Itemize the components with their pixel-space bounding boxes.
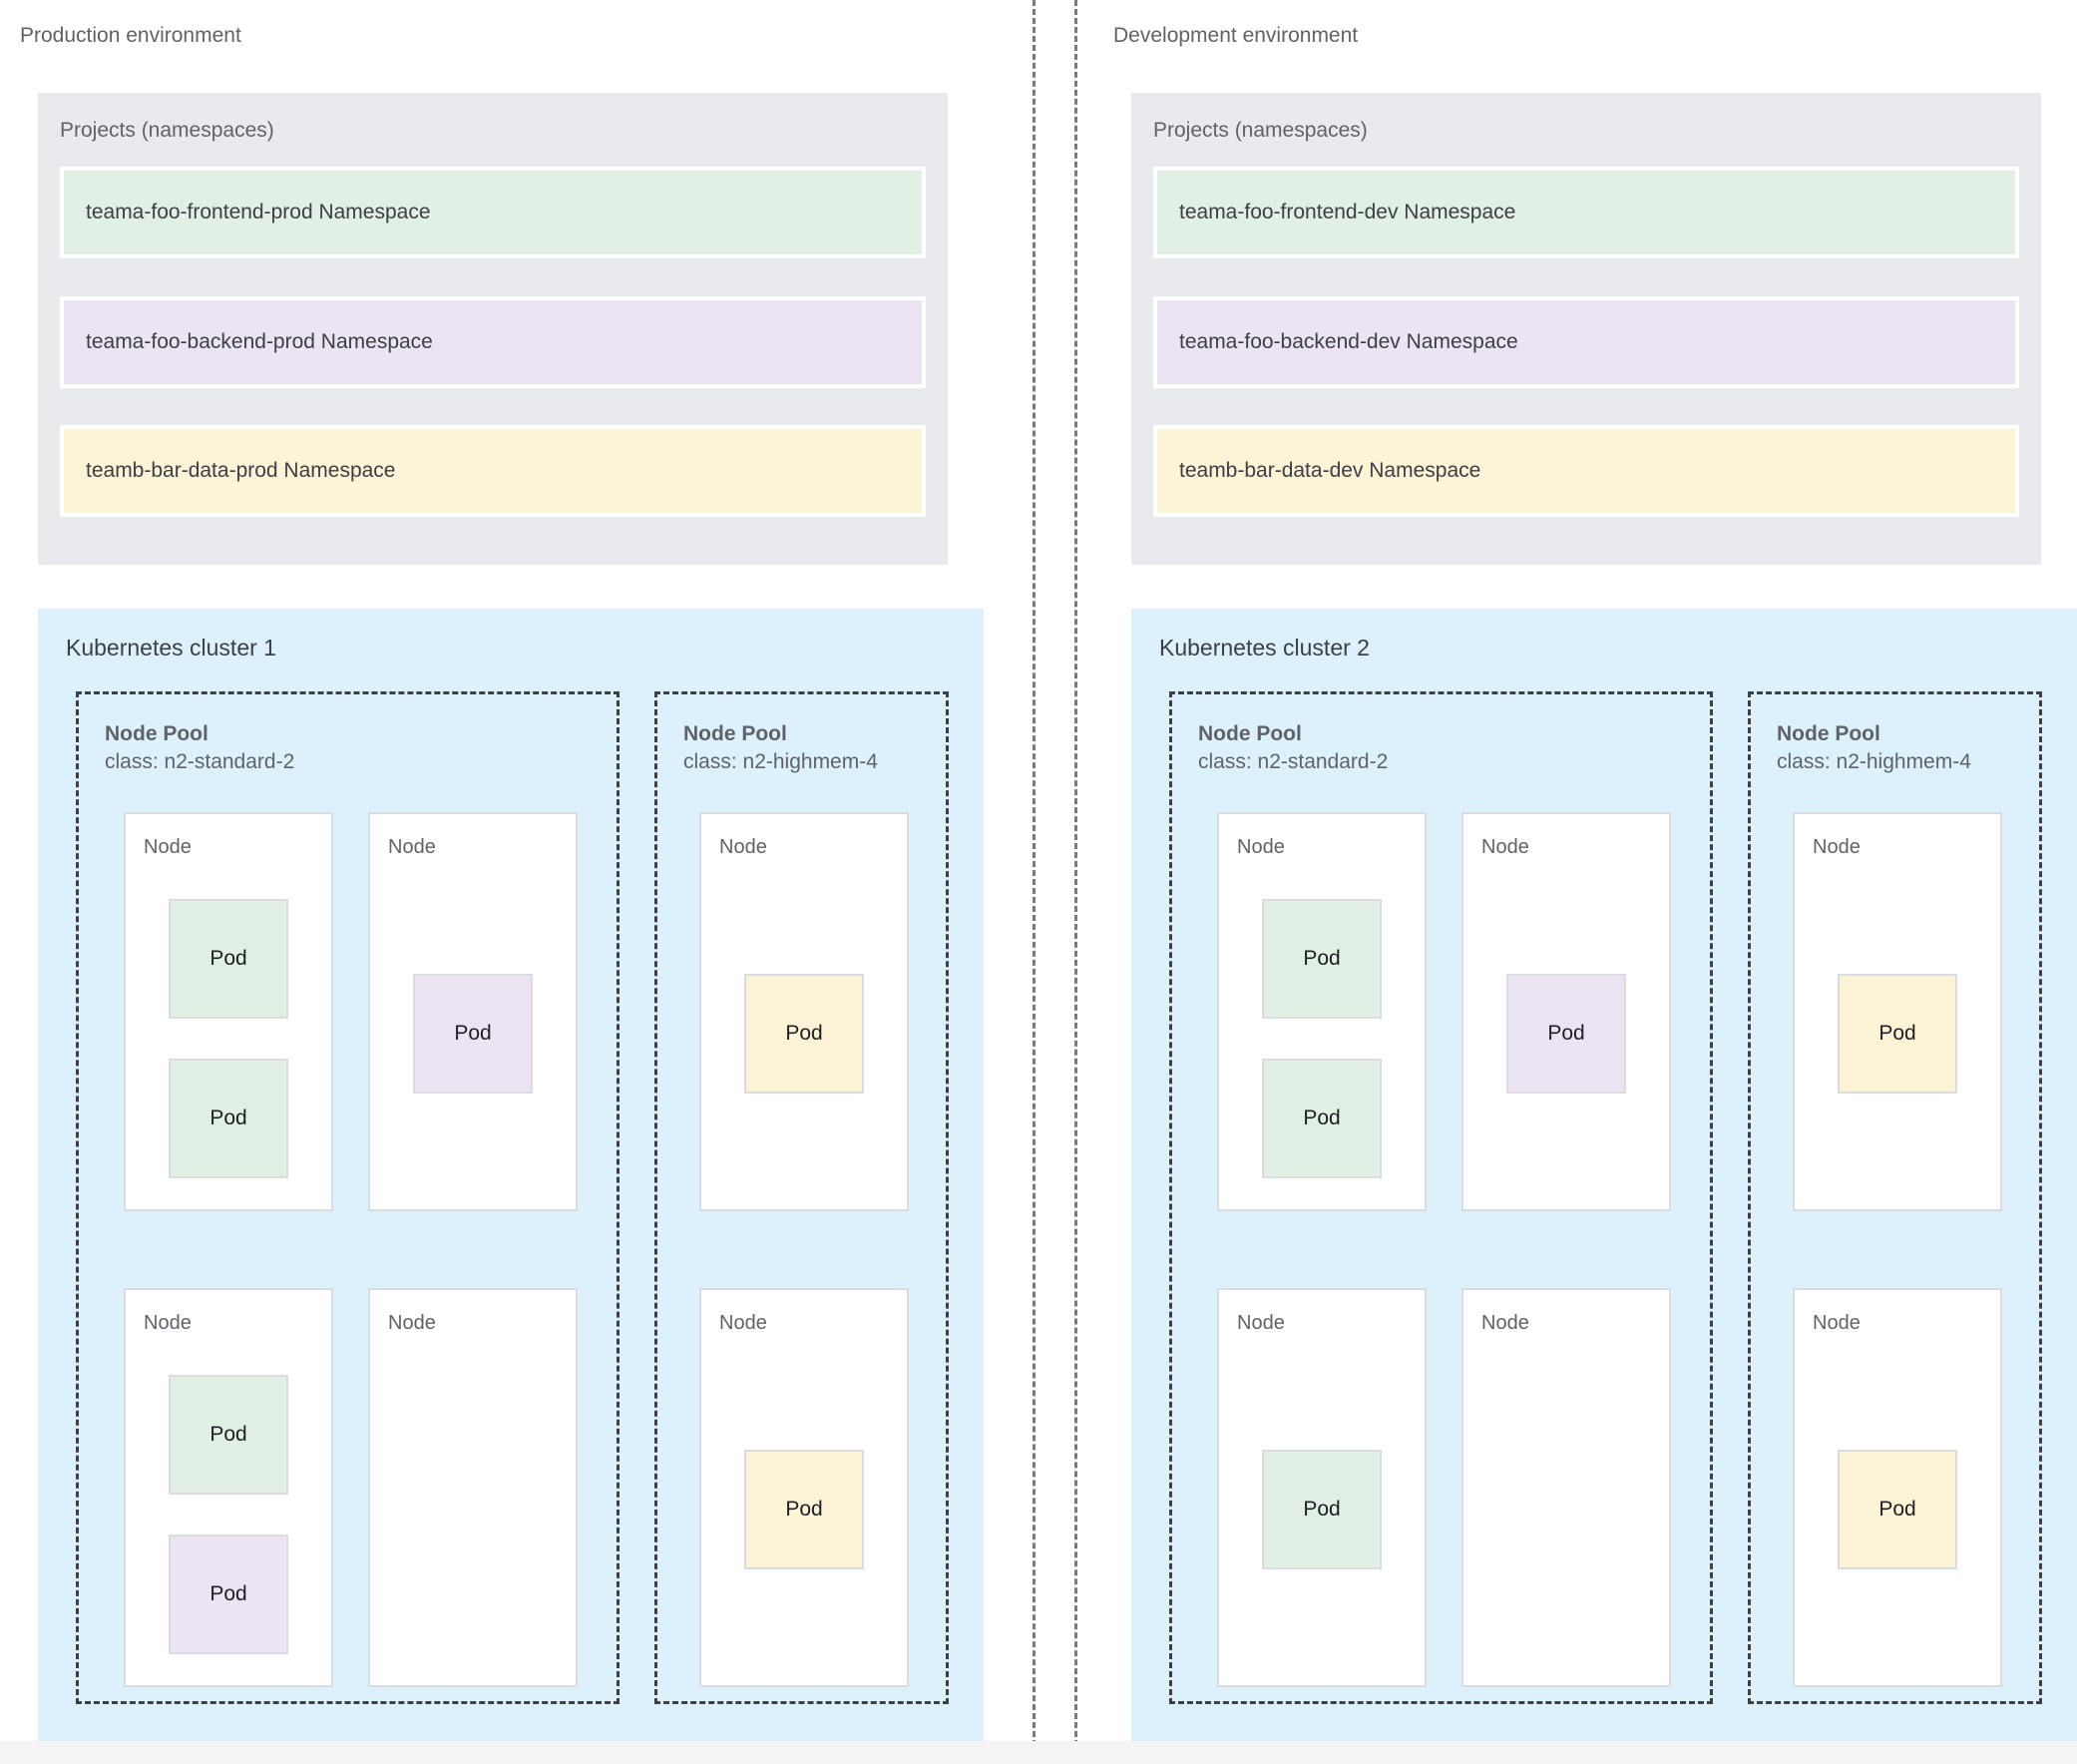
- projects-panel-title: Projects (namespaces): [60, 119, 274, 142]
- node-box[interactable]: Node: [368, 1288, 578, 1687]
- pod-label: Pod: [785, 1498, 823, 1521]
- node-pool-class: class: n2-standard-2: [105, 749, 295, 773]
- environment-title-development: Development environment: [1113, 24, 1359, 47]
- namespace-box[interactable]: teama-foo-backend-dev Namespace: [1153, 296, 2019, 388]
- pod-label: Pod: [1303, 1498, 1341, 1521]
- namespace-label: teama-foo-frontend-prod Namespace: [86, 201, 431, 223]
- projects-panel-title: Projects (namespaces): [1153, 119, 1368, 142]
- environment-production: Production environment Projects (namespa…: [0, 0, 984, 1764]
- node-label: Node: [388, 836, 436, 858]
- pod-label: Pod: [209, 1106, 247, 1129]
- node-label: Node: [1481, 836, 1529, 858]
- node-box[interactable]: Node Pod: [1461, 812, 1671, 1211]
- pod-box[interactable]: Pod: [169, 1535, 288, 1654]
- node-box[interactable]: Node Pod Pod: [1217, 812, 1427, 1211]
- pod-box[interactable]: Pod: [169, 1059, 288, 1178]
- node-pool-header: Node Pool class: n2-standard-2: [105, 720, 294, 775]
- pod-label: Pod: [454, 1022, 492, 1045]
- pod-box[interactable]: Pod: [744, 974, 864, 1094]
- node-label: Node: [1813, 836, 1861, 858]
- projects-panel-production: Projects (namespaces) teama-foo-frontend…: [38, 93, 948, 565]
- node-pool-title: Node Pool: [1777, 722, 1880, 745]
- kubernetes-cluster-panel: Kubernetes cluster 1 Node Pool class: n2…: [38, 609, 984, 1741]
- node-box[interactable]: Node Pod: [1793, 812, 2002, 1211]
- namespace-label: teama-foo-backend-dev Namespace: [1179, 330, 1518, 353]
- node-pool-header: Node Pool class: n2-highmem-4: [1777, 720, 1971, 775]
- node-box[interactable]: Node Pod: [368, 812, 578, 1211]
- node-label: Node: [388, 1312, 436, 1334]
- node-box[interactable]: Node Pod Pod: [124, 1288, 333, 1687]
- environment-divider-right: [1074, 0, 1077, 1764]
- pod-box[interactable]: Pod: [1838, 1450, 1957, 1569]
- node-label: Node: [144, 836, 192, 858]
- namespace-box[interactable]: teama-foo-frontend-prod Namespace: [60, 167, 926, 258]
- environment-development: Development environment Projects (namesp…: [1093, 0, 2077, 1764]
- pod-box[interactable]: Pod: [1506, 974, 1626, 1094]
- node-pool-class: class: n2-standard-2: [1198, 749, 1389, 773]
- page-bottom-strip: [0, 1741, 2077, 1764]
- node-box[interactable]: Node Pod: [1217, 1288, 1427, 1687]
- node-pool-header: Node Pool class: n2-highmem-4: [683, 720, 878, 775]
- pod-box[interactable]: Pod: [413, 974, 533, 1094]
- node-label: Node: [1237, 836, 1285, 858]
- node-box[interactable]: Node: [1461, 1288, 1671, 1687]
- environment-title-production: Production environment: [20, 24, 241, 47]
- node-label: Node: [144, 1312, 192, 1334]
- node-label: Node: [1813, 1312, 1861, 1334]
- node-label: Node: [1481, 1312, 1529, 1334]
- pod-label: Pod: [209, 1582, 247, 1605]
- node-pool-header: Node Pool class: n2-standard-2: [1198, 720, 1388, 775]
- projects-panel-development: Projects (namespaces) teama-foo-frontend…: [1131, 93, 2041, 565]
- node-label: Node: [719, 1312, 767, 1334]
- pod-label: Pod: [209, 947, 247, 970]
- pod-box[interactable]: Pod: [1262, 1450, 1382, 1569]
- node-pool-standard: Node Pool class: n2-standard-2 Node Pod …: [1169, 691, 1713, 1704]
- pod-label: Pod: [1303, 1106, 1341, 1129]
- cluster-title: Kubernetes cluster 2: [1159, 635, 1370, 661]
- namespace-label: teama-foo-frontend-dev Namespace: [1179, 201, 1516, 223]
- namespace-box[interactable]: teamb-bar-data-prod Namespace: [60, 425, 926, 517]
- pod-box[interactable]: Pod: [1262, 1059, 1382, 1178]
- node-pool-title: Node Pool: [683, 722, 787, 745]
- pod-box[interactable]: Pod: [1262, 899, 1382, 1019]
- node-box[interactable]: Node Pod: [699, 812, 909, 1211]
- node-label: Node: [1237, 1312, 1285, 1334]
- node-pool-title: Node Pool: [1198, 722, 1302, 745]
- pod-label: Pod: [1878, 1022, 1916, 1045]
- node-pool-standard: Node Pool class: n2-standard-2 Node Pod …: [76, 691, 620, 1704]
- pod-label: Pod: [1547, 1022, 1585, 1045]
- node-pool-title: Node Pool: [105, 722, 208, 745]
- namespace-box[interactable]: teamb-bar-data-dev Namespace: [1153, 425, 2019, 517]
- namespace-box[interactable]: teama-foo-frontend-dev Namespace: [1153, 167, 2019, 258]
- pod-box[interactable]: Pod: [169, 899, 288, 1019]
- pod-label: Pod: [1303, 947, 1341, 970]
- namespace-label: teamb-bar-data-prod Namespace: [86, 459, 396, 482]
- namespace-label: teamb-bar-data-dev Namespace: [1179, 459, 1481, 482]
- pod-box[interactable]: Pod: [744, 1450, 864, 1569]
- node-box[interactable]: Node Pod: [1793, 1288, 2002, 1687]
- pod-box[interactable]: Pod: [169, 1375, 288, 1495]
- pod-label: Pod: [785, 1022, 823, 1045]
- kubernetes-cluster-panel: Kubernetes cluster 2 Node Pool class: n2…: [1131, 609, 2077, 1741]
- pod-box[interactable]: Pod: [1838, 974, 1957, 1094]
- pod-label: Pod: [209, 1423, 247, 1446]
- node-pool-highmem: Node Pool class: n2-highmem-4 Node Pod N…: [654, 691, 949, 1704]
- environment-divider-left: [1033, 0, 1036, 1764]
- node-box[interactable]: Node Pod: [699, 1288, 909, 1687]
- pod-label: Pod: [1878, 1498, 1916, 1521]
- node-pool-class: class: n2-highmem-4: [1777, 749, 1971, 773]
- node-pool-class: class: n2-highmem-4: [683, 749, 878, 773]
- namespace-label: teama-foo-backend-prod Namespace: [86, 330, 433, 353]
- namespace-box[interactable]: teama-foo-backend-prod Namespace: [60, 296, 926, 388]
- node-box[interactable]: Node Pod Pod: [124, 812, 333, 1211]
- cluster-title: Kubernetes cluster 1: [66, 635, 276, 661]
- node-label: Node: [719, 836, 767, 858]
- node-pool-highmem: Node Pool class: n2-highmem-4 Node Pod N…: [1748, 691, 2042, 1704]
